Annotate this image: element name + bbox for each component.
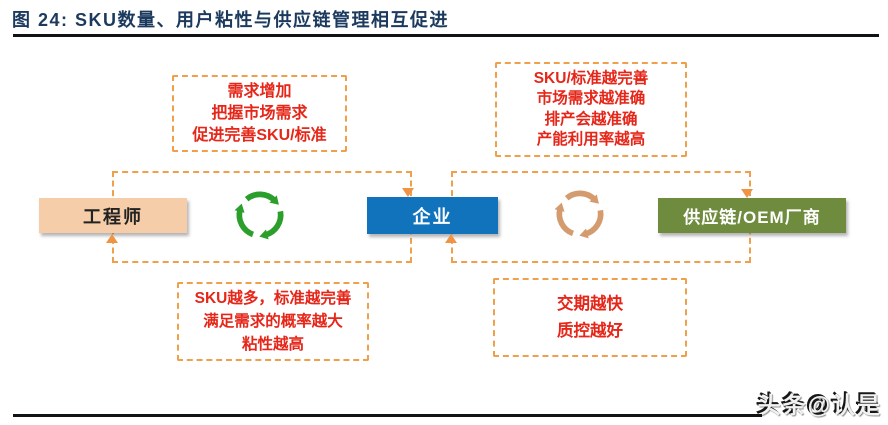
callout-line: 需求增加 [227,82,292,100]
arrowhead-up-into-company-icon [445,234,457,243]
callout-line: 质控越好 [557,321,623,340]
callout-line: 排产会越准确 [544,110,638,128]
callout-line: 交期越快 [557,294,623,313]
figure-title: 图 24: SKU数量、用户粘性与供应链管理相互促进 [12,10,450,30]
callout-line: 粘性越高 [241,336,304,353]
entity-company-box: 企业 [367,197,498,234]
arrowhead-down-into-supply-chain-icon [741,189,753,198]
arrowhead-down-into-company-icon [402,188,414,197]
cycle-arrows-green-icon [234,191,284,240]
entity-engineer-box: 工程师 [39,198,187,233]
callout-line: 产能利用率越高 [536,131,646,148]
callout-line: 满足需求的概率越大 [203,313,343,330]
bottom-divider [13,414,762,417]
callout-demand-growth: 需求增加 把握市场需求 促进完善SKU/标准 [172,75,347,152]
callout-delivery-quality: 交期越快 质控越好 [493,278,687,357]
callout-line: SKU/标准越完善 [533,69,649,87]
cycle-arrows-tan-icon [554,190,604,239]
callout-line: 把握市场需求 [211,104,308,122]
watermark-text: 头条@认是 [757,392,882,418]
callout-line: SKU越多，标准越完善 [194,290,352,307]
arrowhead-up-into-engineer-icon [106,234,118,243]
callout-line: 促进完善SKU/标准 [192,126,327,144]
callout-sku-standard-improve: SKU/标准越完善 市场需求越准确 排产会越准确 产能利用率越高 [495,62,687,157]
entity-supply-chain-box: 供应链/OEM厂商 [658,198,846,233]
title-divider [13,34,879,37]
callout-line: 市场需求越准确 [536,90,646,107]
callout-sku-stickiness: SKU越多，标准越完善 满足需求的概率越大 粘性越高 [177,282,369,361]
